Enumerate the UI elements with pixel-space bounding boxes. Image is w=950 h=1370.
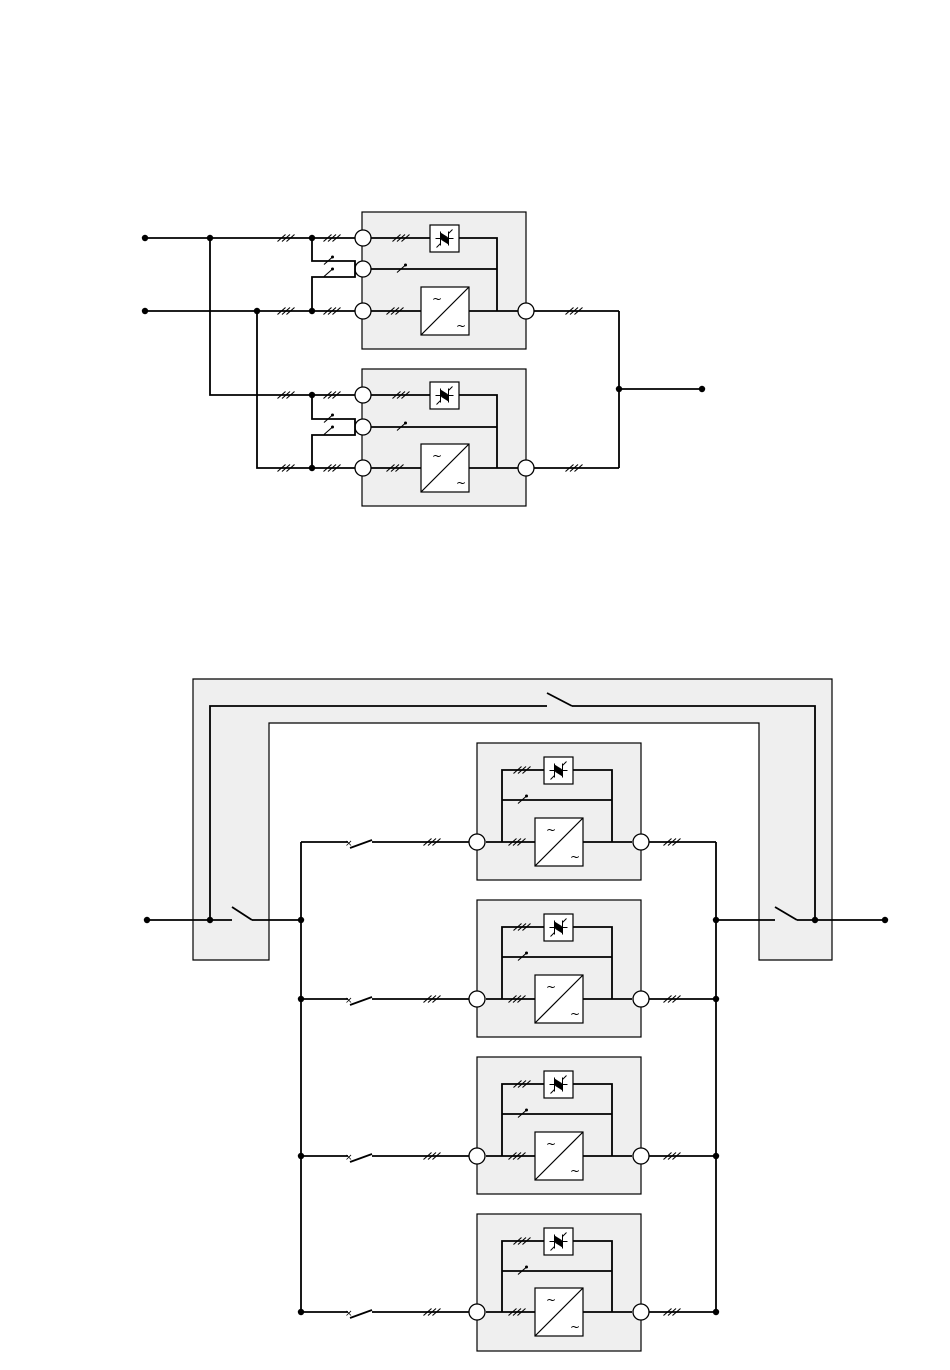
junction-dot	[616, 386, 622, 392]
tick	[324, 428, 332, 435]
tick-dot	[331, 414, 334, 417]
ac-symbol: ~	[546, 980, 556, 994]
wire	[210, 238, 312, 395]
ac-symbol: ~	[456, 476, 466, 490]
feeder-breaker	[350, 840, 372, 848]
junction-dot	[812, 917, 818, 923]
converter-icon: ~~	[421, 444, 469, 492]
wire	[257, 311, 312, 468]
terminal	[469, 991, 485, 1007]
terminal	[469, 834, 485, 850]
terminal	[469, 1304, 485, 1320]
static-switch-icon	[544, 757, 573, 784]
terminal	[518, 303, 534, 319]
static-switch-icon	[544, 1228, 573, 1255]
junction-dot	[207, 917, 213, 923]
converter-icon: ~~	[535, 1288, 583, 1336]
junction-dot	[142, 235, 148, 241]
tick-dot	[331, 256, 334, 259]
ac-symbol: ~	[570, 1007, 580, 1021]
wire	[312, 395, 355, 427]
ac-symbol: ~	[546, 823, 556, 837]
converter-icon: ~~	[535, 975, 583, 1023]
tick-dot	[404, 264, 407, 267]
terminal	[355, 460, 371, 476]
static-switch-icon	[544, 1071, 573, 1098]
ups-module-1: ~~	[309, 212, 619, 349]
junction-dot	[713, 1153, 719, 1159]
tick-dot	[404, 422, 407, 425]
junction-dot	[298, 996, 304, 1002]
junction-dot	[298, 1309, 304, 1315]
tick-dot	[331, 268, 334, 271]
diagram-2: ~~×~~×~~×~~×	[144, 679, 888, 1351]
neutral-marker-icon	[324, 414, 334, 423]
ups-module-1: ~~×	[301, 743, 716, 880]
ac-symbol: ~	[432, 449, 442, 463]
feeder-breaker	[350, 1154, 372, 1162]
wire	[312, 269, 355, 311]
terminal	[633, 1304, 649, 1320]
ac-symbol: ~	[570, 1164, 580, 1178]
junction-dot	[699, 386, 705, 392]
tick-dot	[525, 795, 528, 798]
tick-dot	[331, 426, 334, 429]
ups-module-2: ~~×	[298, 900, 719, 1037]
terminal	[633, 834, 649, 850]
neutral-marker-icon	[324, 256, 334, 265]
converter-icon: ~~	[421, 287, 469, 335]
ups-module-4: ~~×	[298, 1214, 719, 1351]
feeder-breaker	[350, 1310, 372, 1318]
terminal	[469, 1148, 485, 1164]
terminal	[633, 1148, 649, 1164]
ac-symbol: ~	[570, 850, 580, 864]
feeder-breaker	[350, 997, 372, 1005]
converter-icon: ~~	[535, 1132, 583, 1180]
ac-symbol: ~	[546, 1293, 556, 1307]
neutral-marker-icon	[324, 268, 334, 277]
junction-dot	[298, 1153, 304, 1159]
tick-dot	[525, 1266, 528, 1269]
wire	[312, 238, 355, 269]
ac-symbol: ~	[456, 319, 466, 333]
ups-module-3: ~~×	[298, 1057, 719, 1194]
neutral-marker-icon	[324, 426, 334, 435]
terminal	[355, 419, 371, 435]
wire	[312, 427, 355, 468]
terminal	[633, 991, 649, 1007]
terminal	[355, 387, 371, 403]
terminal	[518, 460, 534, 476]
ac-symbol: ~	[432, 292, 442, 306]
tick-dot	[525, 1109, 528, 1112]
junction-dot	[713, 1309, 719, 1315]
junction-dot	[144, 917, 150, 923]
ups-module-2: ~~	[309, 369, 619, 506]
ac-symbol: ~	[570, 1320, 580, 1334]
terminal	[355, 303, 371, 319]
static-switch-icon	[430, 382, 459, 409]
ac-symbol: ~	[546, 1137, 556, 1151]
junction-dot	[713, 996, 719, 1002]
converter-icon: ~~	[535, 818, 583, 866]
static-switch-icon	[544, 914, 573, 941]
terminal	[355, 230, 371, 246]
junction-dot	[142, 308, 148, 314]
tick-dot	[525, 952, 528, 955]
tick	[324, 270, 332, 277]
terminal	[355, 261, 371, 277]
junction-dot	[882, 917, 888, 923]
diagram-1: ~~~~	[142, 212, 705, 506]
static-switch-icon	[430, 225, 459, 252]
